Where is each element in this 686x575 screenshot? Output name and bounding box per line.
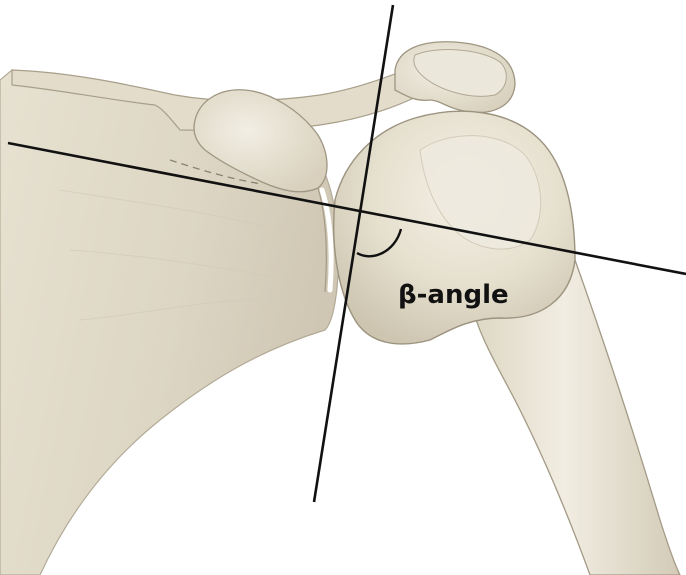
beta-angle-label: β-angle [398,280,509,310]
